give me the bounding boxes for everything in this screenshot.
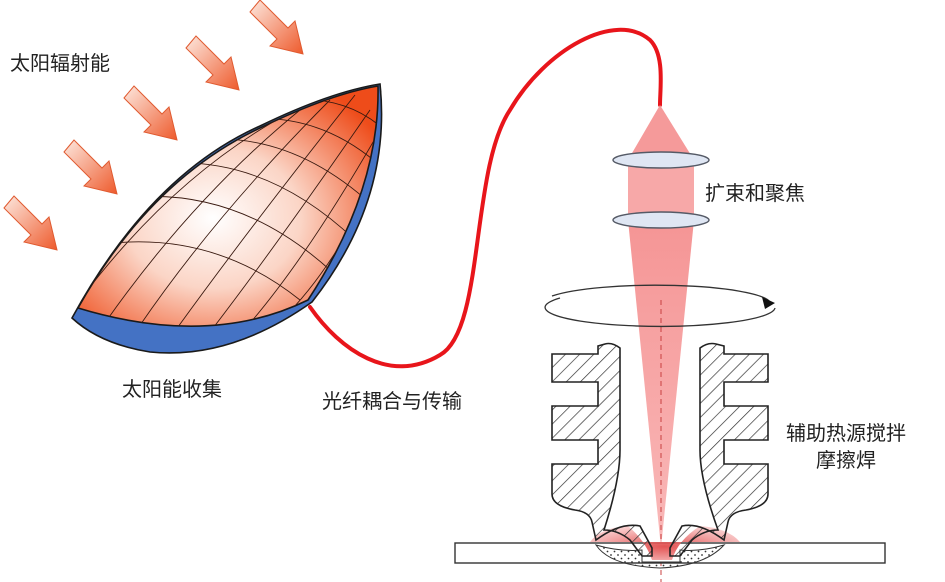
tool-right-half xyxy=(669,342,769,557)
optical-fiber xyxy=(308,27,663,369)
beam-collimated-section xyxy=(628,160,694,220)
label-fsw-line2: 摩擦焊 xyxy=(816,448,876,472)
label-assisted-fsw: 辅助热源搅拌 摩擦焊 xyxy=(786,420,906,474)
label-fsw-line1: 辅助热源搅拌 xyxy=(786,421,906,445)
radiation-arrow-3 xyxy=(123,85,178,141)
radiation-arrow-1 xyxy=(3,195,58,251)
beam-diverging-cone xyxy=(628,105,694,160)
rotation-indicator-icon xyxy=(544,284,776,328)
radiation-arrow-2 xyxy=(63,139,118,195)
radiation-arrow-5 xyxy=(249,0,304,55)
label-beam-expand-focus: 扩束和聚焦 xyxy=(705,181,805,205)
weld-dotted-zone xyxy=(594,544,726,569)
dish-inner-surface xyxy=(76,85,379,327)
solar-dish-collector xyxy=(70,83,383,354)
expansion-lens xyxy=(612,151,710,169)
label-solar-collection: 太阳能收集 xyxy=(122,377,222,401)
solar-radiation-arrows xyxy=(3,0,304,251)
radiation-arrow-4 xyxy=(185,35,240,91)
tool-left-half xyxy=(551,342,653,557)
label-solar-radiation: 太阳辐射能 xyxy=(10,51,110,75)
friction-stir-tool xyxy=(551,342,769,557)
focusing-lens xyxy=(612,211,710,229)
light-beam xyxy=(628,105,694,582)
label-fiber-coupling: 光纤耦合与传输 xyxy=(322,389,462,413)
